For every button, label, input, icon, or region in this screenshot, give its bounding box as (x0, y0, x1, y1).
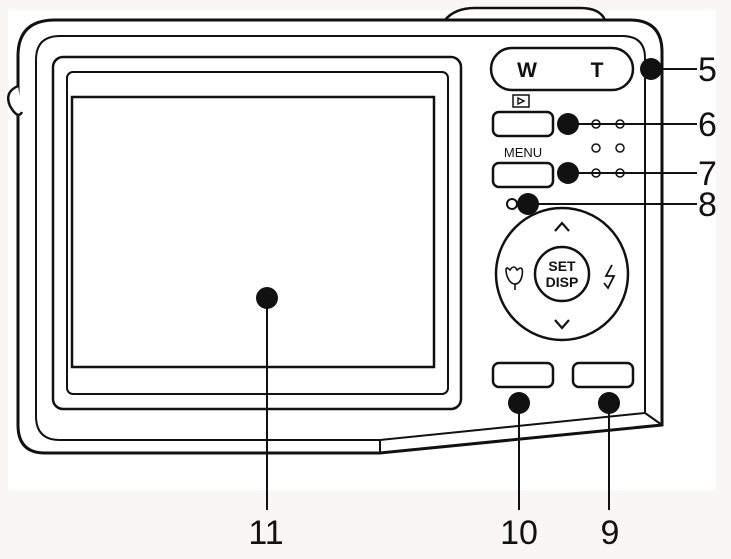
down-arrow-icon[interactable] (554, 319, 570, 330)
menu-button[interactable] (491, 161, 555, 189)
callout-6: 6 (698, 106, 717, 144)
macro-flower-icon[interactable] (505, 266, 524, 290)
strap-lug (7, 84, 24, 117)
zoom-wide-label: W (517, 59, 537, 82)
camera-top-bump (444, 6, 607, 21)
callout-5: 5 (698, 51, 717, 89)
lcd-screen[interactable] (70, 95, 436, 369)
status-led (506, 198, 518, 210)
menu-label: MENU (504, 145, 542, 160)
callout-11: 11 (248, 514, 283, 552)
callout-leaders (266, 68, 697, 510)
zoom-tele-label: T (591, 59, 604, 82)
callout-8: 8 (698, 186, 717, 224)
callout-9: 9 (601, 514, 620, 552)
set-disp-button[interactable] (533, 245, 591, 303)
flash-icon[interactable] (603, 264, 616, 290)
lcd-frame (66, 71, 449, 395)
playback-button[interactable] (491, 110, 555, 138)
callout-7: 7 (698, 155, 717, 193)
disp-label: DISP (546, 274, 579, 290)
up-arrow-icon[interactable] (554, 221, 570, 232)
mode-button[interactable] (571, 361, 635, 389)
zoom-lever[interactable] (489, 46, 635, 92)
set-label: SET (548, 258, 576, 274)
delete-button[interactable] (491, 361, 555, 389)
camera-body-inner (35, 35, 646, 441)
callout-dots (256, 58, 662, 414)
callout-10: 10 (500, 514, 538, 552)
playback-icon (512, 94, 530, 108)
